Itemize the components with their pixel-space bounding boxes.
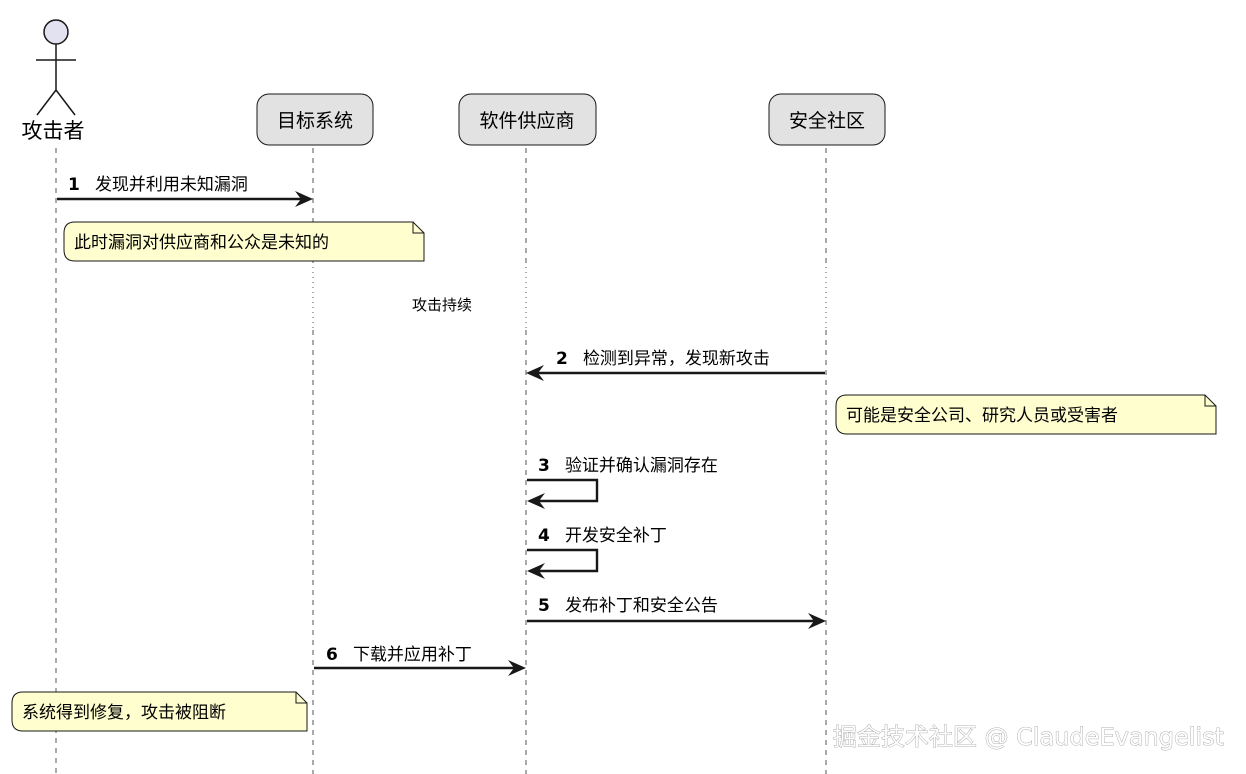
- participant-target-label: 目标系统: [277, 110, 353, 132]
- message-1: 1 发现并利用未知漏洞: [57, 175, 313, 207]
- participant-community-box: [768, 93, 886, 146]
- note-discoverer-fold: [1204, 395, 1216, 407]
- participant-target: 目标系统: [256, 93, 374, 146]
- participant-vendor: 软件供应商: [458, 93, 597, 146]
- actor-head: [43, 19, 69, 45]
- note-unknown-fold: [412, 222, 424, 234]
- actor-attacker-label: 攻击者: [22, 119, 85, 143]
- actor-attacker: 攻击者: [22, 19, 85, 143]
- message-3-label: 3 验证并确认漏洞存在: [538, 456, 718, 476]
- message-4: 4 开发安全补丁: [527, 526, 667, 579]
- message-3-line: [527, 478, 599, 503]
- delay-text: 攻击持续: [412, 296, 472, 314]
- message-3-text: 验证并确认漏洞存在: [565, 456, 718, 476]
- message-6: 6 下载并应用补丁: [314, 645, 526, 676]
- note-discoverer-shape: [835, 394, 1217, 435]
- message-5-number: 5: [538, 596, 550, 616]
- message-3-number: 3: [538, 456, 550, 476]
- message-3-arrowhead: [527, 493, 545, 509]
- message-2-text: 检测到异常，发现新攻击: [583, 349, 770, 369]
- message-5: 5 发布补丁和安全公告: [527, 596, 826, 629]
- note-fixed: 系统得到修复，攻击被阻断: [11, 691, 308, 732]
- participant-community-label: 安全社区: [789, 110, 865, 132]
- message-6-text: 下载并应用补丁: [353, 645, 472, 665]
- participant-vendor-box: [458, 93, 597, 146]
- note-fixed-shape: [11, 691, 308, 732]
- message-2-number: 2: [556, 349, 568, 369]
- message-4-line: [527, 548, 599, 573]
- message-5-label: 5 发布补丁和安全公告: [538, 596, 718, 616]
- note-unknown: 此时漏洞对供应商和公众是未知的: [63, 221, 425, 262]
- message-4-arrowhead: [527, 563, 545, 579]
- message-6-number: 6: [326, 645, 338, 665]
- note-fixed-fold: [295, 692, 307, 704]
- message-2-label: 2 检测到异常，发现新攻击: [556, 349, 770, 369]
- message-6-label: 6 下载并应用补丁: [326, 645, 472, 665]
- message-2-arrowhead: [526, 365, 544, 381]
- note-unknown-shape: [63, 221, 425, 262]
- note-discoverer-text: 可能是安全公司、研究人员或受害者: [846, 406, 1118, 426]
- message-1-number: 1: [68, 175, 80, 195]
- message-3: 3 验证并确认漏洞存在: [527, 456, 718, 509]
- message-5-text: 发布补丁和安全公告: [565, 596, 718, 616]
- actor-left-leg: [36, 89, 57, 116]
- message-2: 2 检测到异常，发现新攻击: [526, 349, 825, 381]
- message-5-arrowhead: [808, 613, 826, 629]
- message-4-number: 4: [538, 526, 550, 546]
- participant-target-box: [256, 93, 374, 146]
- message-4-label: 4 开发安全补丁: [538, 526, 667, 546]
- participant-vendor-label: 软件供应商: [479, 110, 574, 132]
- participant-community: 安全社区: [768, 93, 886, 146]
- message-1-text: 发现并利用未知漏洞: [95, 175, 248, 195]
- message-1-arrowhead: [295, 191, 313, 207]
- note-unknown-text: 此时漏洞对供应商和公众是未知的: [74, 233, 329, 253]
- note-fixed-text: 系统得到修复，攻击被阻断: [22, 703, 226, 723]
- message-6-arrowhead: [508, 660, 526, 676]
- actor-right-leg: [55, 89, 76, 116]
- message-1-label: 1 发现并利用未知漏洞: [68, 175, 248, 195]
- message-4-text: 开发安全补丁: [565, 526, 667, 546]
- watermark: 掘金技术社区 @ ClaudeEvangelist: [833, 723, 1224, 751]
- note-discoverer: 可能是安全公司、研究人员或受害者: [835, 394, 1217, 435]
